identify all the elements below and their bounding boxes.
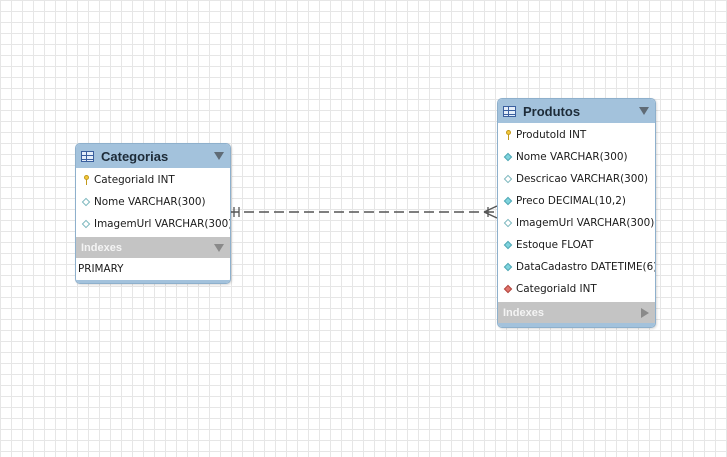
- not-null-column-icon: [503, 196, 513, 206]
- column-categoriaid[interactable]: CategoriaId INT: [76, 169, 230, 191]
- column-label: Nome VARCHAR(300): [94, 196, 206, 208]
- nullable-column-icon: [503, 174, 513, 184]
- table-icon: [503, 105, 516, 117]
- index-label: PRIMARY: [78, 263, 124, 275]
- column-categoriaid[interactable]: CategoriaId INT: [498, 278, 655, 300]
- not-null-column-icon: [503, 152, 513, 162]
- column-imagemurl[interactable]: ImagemUrl VARCHAR(300): [76, 213, 230, 235]
- index-primary[interactable]: PRIMARY: [76, 258, 230, 280]
- entity-footer: [498, 323, 655, 327]
- column-label: DataCadastro DATETIME(6): [516, 261, 656, 273]
- column-label: CategoriaId INT: [94, 174, 175, 186]
- entity-header-categorias[interactable]: Categorias: [76, 144, 230, 168]
- column-descricao[interactable]: Descricao VARCHAR(300): [498, 168, 655, 190]
- column-estoque[interactable]: Estoque FLOAT: [498, 234, 655, 256]
- entity-categorias[interactable]: Categorias CategoriaId INT Nome VARCHAR(…: [75, 143, 231, 284]
- collapse-arrow-icon[interactable]: [214, 152, 224, 160]
- many-crowfoot-upper: [483, 205, 498, 213]
- indexes-header-produtos[interactable]: Indexes: [498, 302, 655, 323]
- entity-footer: [76, 280, 230, 283]
- many-crowfoot-lower: [483, 211, 498, 219]
- nullable-column-icon: [81, 219, 91, 229]
- column-nome[interactable]: Nome VARCHAR(300): [76, 191, 230, 213]
- column-datacadastro[interactable]: DataCadastro DATETIME(6): [498, 256, 655, 278]
- column-imagemurl[interactable]: ImagemUrl VARCHAR(300): [498, 212, 655, 234]
- column-list: ProdutoId INT Nome VARCHAR(300) Descrica…: [498, 123, 655, 302]
- not-null-column-icon: [503, 262, 513, 272]
- column-label: Nome VARCHAR(300): [516, 151, 628, 163]
- indexes-header-categorias[interactable]: Indexes: [76, 237, 230, 258]
- column-label: ImagemUrl VARCHAR(300): [94, 218, 231, 230]
- entity-title: Categorias: [101, 148, 169, 164]
- column-label: Preco DECIMAL(10,2): [516, 195, 626, 207]
- column-label: Estoque FLOAT: [516, 239, 594, 251]
- indexes-title: Indexes: [503, 306, 544, 319]
- column-label: ProdutoId INT: [516, 129, 587, 141]
- foreign-key-icon: [503, 284, 513, 294]
- nullable-column-icon: [503, 218, 513, 228]
- column-preco[interactable]: Preco DECIMAL(10,2): [498, 190, 655, 212]
- collapse-arrow-icon[interactable]: [639, 107, 649, 115]
- column-label: ImagemUrl VARCHAR(300): [516, 217, 655, 229]
- column-label: CategoriaId INT: [516, 283, 597, 295]
- column-produtoid[interactable]: ProdutoId INT: [498, 124, 655, 146]
- column-list: CategoriaId INT Nome VARCHAR(300) Imagem…: [76, 168, 230, 237]
- primary-key-icon: [81, 175, 91, 185]
- column-label: Descricao VARCHAR(300): [516, 173, 649, 185]
- table-icon: [81, 150, 94, 162]
- entity-produtos[interactable]: Produtos ProdutoId INT Nome VARCHAR(300)…: [497, 98, 656, 328]
- primary-key-icon: [503, 130, 513, 140]
- expand-indexes-icon[interactable]: [641, 307, 649, 318]
- column-nome[interactable]: Nome VARCHAR(300): [498, 146, 655, 168]
- nullable-column-icon: [81, 197, 91, 207]
- collapse-indexes-icon[interactable]: [214, 243, 224, 252]
- not-null-column-icon: [503, 240, 513, 250]
- entity-header-produtos[interactable]: Produtos: [498, 99, 655, 123]
- indexes-title: Indexes: [81, 241, 122, 254]
- entity-title: Produtos: [523, 103, 581, 119]
